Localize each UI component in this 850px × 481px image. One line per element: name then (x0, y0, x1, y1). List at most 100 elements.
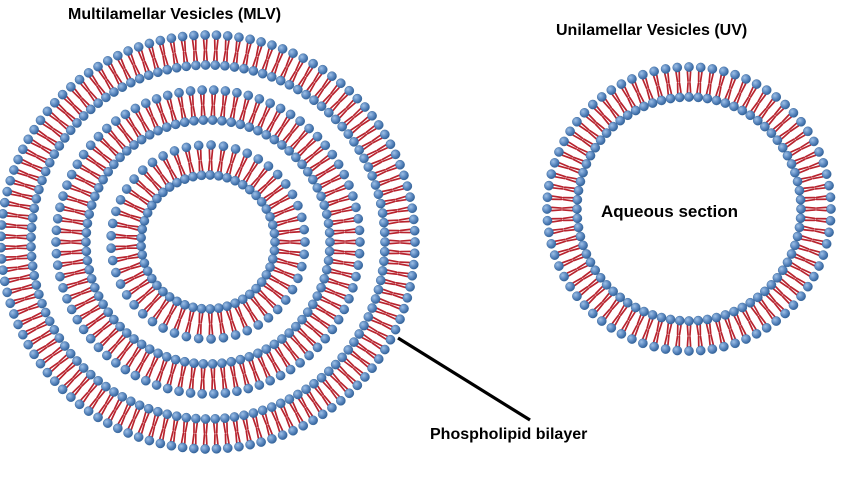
lipid-head (277, 140, 286, 149)
lipid-head (135, 74, 144, 83)
lipid-tail (10, 280, 19, 282)
lipid-head (87, 274, 96, 283)
lipid-tail (815, 229, 825, 230)
lipid-head (30, 350, 39, 359)
lipid-tail (657, 333, 659, 342)
lipid-head (795, 223, 804, 232)
lipid-head (376, 199, 385, 208)
lipid-head (198, 86, 207, 95)
lipid-tail (61, 240, 71, 241)
lipid-head (37, 299, 46, 308)
lipid-tail (18, 217, 27, 219)
lipid-head (121, 365, 130, 374)
lipid-head (55, 141, 64, 150)
lipid-tail (62, 262, 72, 263)
lipid-head (109, 387, 118, 396)
lipid-head (789, 301, 798, 310)
lipid-head (159, 323, 168, 332)
lipid-head (58, 192, 67, 201)
lipid-tail (19, 215, 29, 216)
lipid-head (305, 124, 314, 133)
lipid-head (262, 345, 271, 354)
lipid-head (803, 127, 812, 136)
lipid-tail (231, 367, 233, 376)
lipid-head (72, 118, 81, 127)
lipid-tail (817, 210, 827, 211)
lipid-head (130, 175, 139, 184)
lipid-tail (278, 259, 287, 262)
lipid-head (221, 86, 230, 95)
lipid-tail (74, 263, 84, 264)
lipid-head (163, 384, 172, 393)
lipid-head (386, 335, 395, 344)
lipid-tail (201, 380, 202, 390)
lipid-tail (225, 96, 227, 105)
lipid-tail (17, 255, 27, 256)
lipid-tail (345, 229, 355, 230)
lipid-head (111, 268, 120, 277)
lipid-tail (564, 227, 573, 229)
lipid-tail (334, 233, 344, 234)
lipid-tail (804, 227, 813, 229)
lipid-head (814, 147, 823, 156)
lipid-head (308, 300, 317, 309)
lipid-head (355, 237, 364, 246)
lipid-head (140, 259, 149, 268)
lipid-head (638, 339, 647, 348)
lipid-tail (555, 239, 564, 241)
lipid-head (109, 87, 118, 96)
lipid-tail (669, 84, 671, 93)
lipid-head (267, 41, 276, 50)
lipid-head (0, 232, 6, 241)
lipid-head (627, 74, 636, 83)
lipid-head (803, 282, 812, 291)
lipid-head (208, 115, 217, 124)
lipid-tail (676, 336, 677, 346)
lipid-head (116, 279, 125, 288)
lipid-head (234, 442, 243, 451)
lipid-head (657, 96, 666, 105)
lipid-tail (342, 274, 351, 277)
lipid-head (325, 237, 334, 246)
lipid-tail (346, 243, 356, 244)
lipid-tail (175, 54, 177, 63)
lipid-head (188, 172, 197, 181)
lipid-tail (182, 377, 183, 387)
lipid-tail (212, 150, 213, 160)
lipid-head (374, 190, 383, 199)
lipid-tail (816, 221, 826, 222)
lipid-tail (198, 324, 200, 333)
lipid-tail (238, 432, 240, 441)
lipid-head (789, 108, 798, 117)
lipid-head (657, 313, 666, 322)
lipid-head (94, 183, 103, 192)
lipid-head (159, 151, 168, 160)
lipid-tail (396, 285, 405, 288)
lipid-tail (288, 217, 297, 220)
lipid-tail (291, 240, 301, 241)
lipid-tail (690, 72, 691, 82)
lipid-tail (163, 45, 165, 54)
lipid-head (37, 176, 46, 185)
lipid-head (617, 80, 626, 89)
lipid-tail (209, 161, 210, 171)
lipid-head (276, 371, 285, 380)
lipid-head (246, 440, 255, 449)
lipid-tail (227, 41, 229, 50)
lipid-head (746, 111, 755, 120)
lipid-tail (193, 434, 194, 444)
lipid-head (163, 65, 172, 74)
lipid-tail (258, 47, 261, 56)
lipid-head (171, 120, 180, 129)
lipid-tail (171, 432, 173, 441)
lipid-head (197, 304, 206, 313)
lipid-head (32, 194, 41, 203)
lipid-tail (690, 83, 691, 93)
lipid-tail (667, 324, 668, 334)
uv-title: Unilamellar Vesicles (UV) (556, 22, 747, 40)
lipid-tail (196, 51, 197, 61)
lipid-tail (64, 210, 74, 212)
lipid-head (266, 99, 275, 108)
lipid-tail (333, 222, 342, 224)
lipid-head (554, 147, 563, 156)
